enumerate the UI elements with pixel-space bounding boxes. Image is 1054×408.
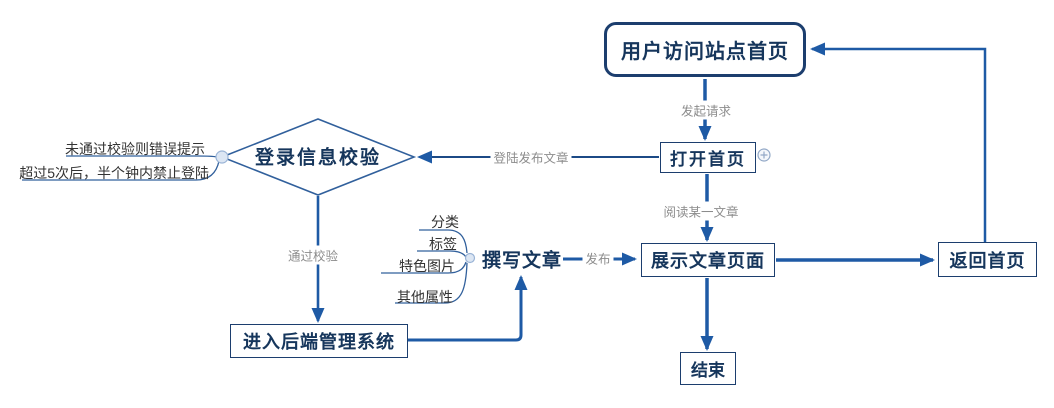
node-write-article[interactable]: 撰写文章 xyxy=(482,246,562,273)
node-open-home[interactable]: 打开首页 xyxy=(660,142,756,173)
write-junction-dot xyxy=(464,252,476,264)
node-open-home-label: 打开首页 xyxy=(670,150,746,169)
node-write-article-label: 撰写文章 xyxy=(481,250,563,272)
attach-item-featured-image: 特色图片 xyxy=(399,258,455,274)
edge-backend-to-write xyxy=(408,275,528,342)
node-user-home-label: 用户访问站点首页 xyxy=(621,41,789,63)
edge-label-read-article: 阅读某一文章 xyxy=(660,201,742,221)
attach-line-4 xyxy=(395,262,468,304)
note-fail-line2: 超过5次后，半个钟内禁止登陆 xyxy=(19,165,209,181)
decision-diamond-shape[interactable] xyxy=(219,118,417,196)
diamond-junction-dot xyxy=(215,150,229,164)
node-end[interactable]: 结束 xyxy=(680,352,736,385)
node-backend-label: 进入后端管理系统 xyxy=(243,332,395,352)
attach-item-category: 分类 xyxy=(431,214,459,230)
node-user-home[interactable]: 用户访问站点首页 xyxy=(604,22,806,77)
attach-line-3 xyxy=(381,261,467,274)
node-end-label: 结束 xyxy=(691,361,725,380)
edge-label-login-publish: 登陆发布文章 xyxy=(490,147,572,167)
edge-label-pass-check: 通过校验 xyxy=(284,245,342,265)
attach-item-other-attrs: 其他属性 xyxy=(397,289,453,305)
expand-plus-icon[interactable] xyxy=(757,148,771,162)
node-return-home[interactable]: 返回首页 xyxy=(938,242,1037,277)
node-display-article-label: 展示文章页面 xyxy=(651,251,765,271)
node-display-article[interactable]: 展示文章页面 xyxy=(641,243,775,277)
edge-label-request: 发起请求 xyxy=(677,100,735,120)
node-backend[interactable]: 进入后端管理系统 xyxy=(230,324,408,358)
node-login-check-label: 登录信息校验 xyxy=(254,147,382,169)
node-login-check[interactable]: 登录信息校验 xyxy=(255,143,381,170)
edge-return-to-home xyxy=(810,42,987,242)
node-return-home-label: 返回首页 xyxy=(949,250,1026,271)
attach-item-tag: 标签 xyxy=(429,236,457,252)
note-fail-line1: 未通过校验则错误提示 xyxy=(65,141,205,157)
edge-label-publish: 发布 xyxy=(582,248,614,268)
attach-line-1 xyxy=(419,229,468,254)
note-line-2-underline xyxy=(22,160,220,181)
